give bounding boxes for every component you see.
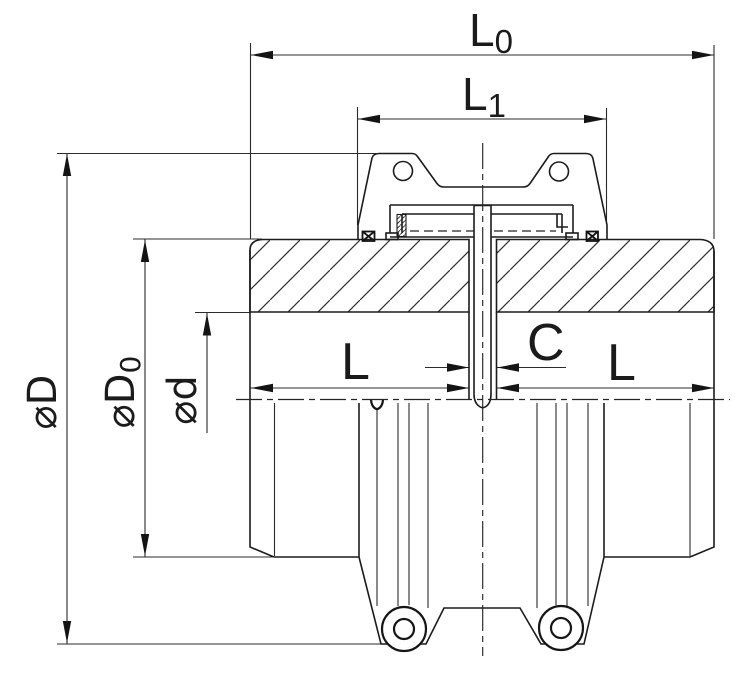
cover-bolt-hole-left <box>392 160 414 182</box>
dim-label-phiD0: ⌀D0 <box>98 356 147 429</box>
lower-bracket <box>358 556 605 653</box>
dim-label-L0: L0 <box>469 4 513 60</box>
dimension-arrowheads <box>62 50 714 643</box>
dimension-lines <box>66 54 714 644</box>
dim-label-L-left: L <box>341 333 370 391</box>
fastener-detail-left <box>361 230 376 242</box>
dim-label-phiD: ⌀D <box>20 375 66 430</box>
dim-label-C: C <box>527 314 565 372</box>
pin-end-detail <box>369 399 385 411</box>
lug-hole-right <box>549 616 573 640</box>
hub-section-left <box>249 238 470 313</box>
fastener-detail-right <box>585 230 599 242</box>
lug-boss-left <box>380 605 428 653</box>
dimension-labels: L0 L1 C L L ⌀D ⌀D0 ⌀d <box>20 4 636 429</box>
extension-lines <box>57 43 715 645</box>
top-cover-outline <box>357 152 608 239</box>
hub-outline-lower <box>249 250 715 608</box>
dim-label-L-right: L <box>607 334 636 392</box>
dim-label-L1: L1 <box>462 68 506 124</box>
dim-label-phid: ⌀d <box>160 375 206 424</box>
plate-section-hatch <box>396 213 407 238</box>
lug-boss-right <box>537 604 585 652</box>
hub-section-right <box>495 238 715 313</box>
lug-hole-left <box>392 617 416 641</box>
centerlines <box>236 143 730 656</box>
cover-bolt-hole-right <box>548 161 570 182</box>
